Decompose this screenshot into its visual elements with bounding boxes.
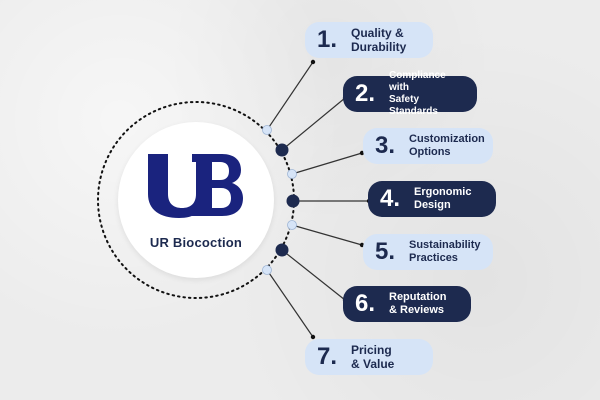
factor-label-6-line1: Reputation	[389, 290, 447, 303]
factor-label-4-line1: Ergonomic	[414, 185, 472, 198]
ring-node-2	[275, 143, 289, 157]
factor-label-3-line1: Customization	[409, 132, 485, 145]
factor-number-5: 5.	[375, 238, 396, 265]
factor-label-5: Sustainability Practices	[409, 239, 481, 265]
factor-pill-6: 6. Reputation & Reviews	[343, 286, 471, 322]
factor-label-7: Pricing & Value	[351, 343, 394, 372]
factor-label-5-line1: Sustainability	[409, 238, 481, 251]
connector-line-6	[281, 249, 346, 301]
factor-pill-2: 2. Compliance with Safety Standards	[343, 70, 477, 117]
factor-label-3: Customization Options	[409, 133, 485, 159]
factor-label-2: Compliance with Safety Standards	[389, 70, 467, 118]
logo-name: UR Biocoction	[149, 235, 243, 250]
factor-label-6-line2: & Reviews	[389, 304, 445, 316]
factor-label-4-line2: Design	[414, 199, 451, 211]
ring-node-7	[262, 265, 272, 275]
factor-label-6: Reputation & Reviews	[389, 291, 446, 317]
factor-label-1: Quality & Durability	[351, 26, 406, 55]
factor-pill-3: 3. Customization Options	[363, 128, 493, 164]
logo-mark-icon	[148, 154, 243, 218]
connector-end-dot-7	[310, 334, 316, 340]
factor-label-7-line2: & Value	[351, 357, 395, 371]
factor-number-2: 2.	[355, 80, 376, 107]
factor-number-3: 3.	[375, 132, 396, 159]
factor-number-7: 7.	[317, 343, 338, 370]
connector-line-7	[266, 269, 314, 338]
factor-label-2-line1: Compliance with	[389, 70, 446, 93]
ring-node-3	[287, 169, 297, 179]
connector-line-5	[291, 224, 363, 246]
factor-label-7-line1: Pricing	[351, 342, 392, 357]
factor-number-6: 6.	[355, 290, 376, 317]
factor-label-2-line2: Safety Standards	[389, 94, 438, 117]
factor-number-1: 1.	[317, 26, 338, 53]
ring-node-5	[287, 220, 297, 230]
ring-node-6	[275, 243, 289, 257]
factor-label-1-line2: Durability	[351, 40, 407, 54]
factor-pill-5: 5. Sustainability Practices	[363, 234, 493, 270]
connector-line-1	[266, 61, 314, 131]
factor-pill-4: 4. Ergonomic Design	[368, 181, 496, 217]
factor-pill-1: 1. Quality & Durability	[305, 22, 433, 58]
factor-number-4: 4.	[380, 185, 401, 212]
factor-label-5-line2: Practices	[409, 252, 458, 264]
factor-pill-7: 7. Pricing & Value	[305, 339, 433, 375]
factor-label-3-line2: Options	[409, 146, 451, 158]
factor-label-1-line1: Quality &	[351, 25, 404, 40]
factor-label-4: Ergonomic Design	[414, 186, 471, 212]
ring-node-1	[262, 125, 272, 135]
ring-node-4	[286, 194, 300, 208]
connector-line-3	[291, 152, 363, 175]
connector-line-2	[281, 97, 346, 151]
connector-end-dot-1	[310, 59, 316, 65]
